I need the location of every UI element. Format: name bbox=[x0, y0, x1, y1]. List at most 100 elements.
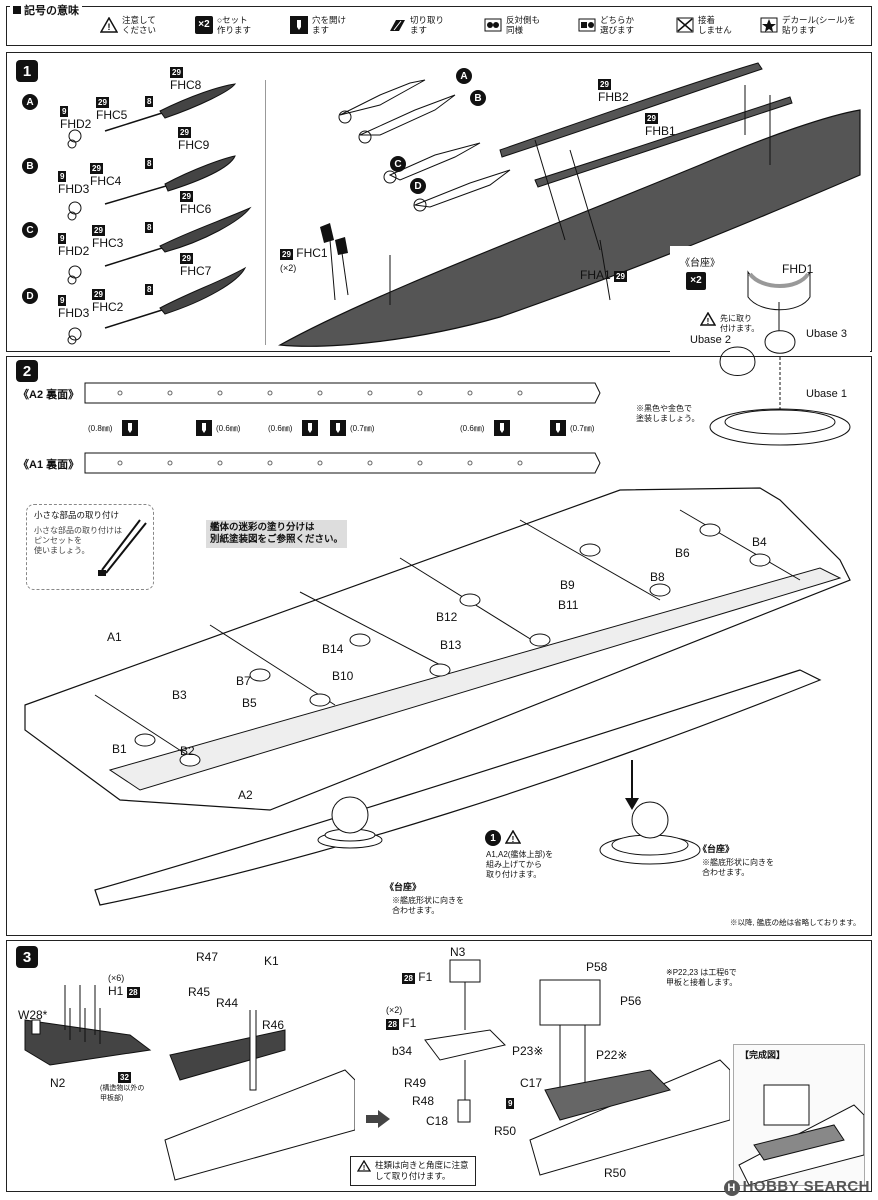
p22-p23-note: ※P22,23 は工程6で 甲板と接着します。 bbox=[666, 968, 738, 987]
variant-parts-drawing bbox=[67, 83, 251, 345]
part-fhd1: FHD1 bbox=[782, 262, 814, 276]
part-k1: K1 bbox=[264, 954, 279, 968]
part-b4: B4 bbox=[752, 535, 767, 549]
legend-item-choose: どちらか 選びます bbox=[578, 14, 634, 36]
next-arrow-icon bbox=[366, 1110, 390, 1133]
variant-d-marker: D bbox=[22, 288, 38, 304]
hull-assembly-drawing bbox=[20, 480, 860, 920]
hull-assembly-warning: A1,A2(艦体上部)を 組み上げてから 取り付けます。 bbox=[486, 850, 554, 879]
step-1-assembly bbox=[270, 55, 870, 350]
stand-left-note: ※艦底形状に向きを 合わせます。 bbox=[392, 896, 464, 915]
part-fha1: FHA1 29 bbox=[580, 268, 627, 282]
part-ubase1: Ubase 1 bbox=[806, 388, 847, 400]
svg-text:!: ! bbox=[707, 317, 710, 326]
part-r49: R49 bbox=[404, 1076, 427, 1090]
drill-icon bbox=[494, 420, 510, 436]
stand-warning-text: 先に取り 付けます。 bbox=[720, 314, 760, 333]
hull-bow-drawing-2 bbox=[500, 960, 731, 1180]
variant-b-rod-badge: 8 bbox=[145, 158, 154, 169]
stand-right-title: 《台座》 bbox=[698, 844, 735, 854]
step-1-number: 1 bbox=[16, 60, 38, 82]
part-b3: B3 bbox=[172, 688, 187, 702]
drill-icon bbox=[196, 420, 212, 436]
drill-icon bbox=[122, 420, 138, 436]
warning-icon: ! bbox=[100, 16, 118, 34]
part-b34: b34 bbox=[392, 1044, 413, 1058]
part-r46: R46 bbox=[262, 1018, 285, 1032]
completed-view-title: 【完成図】 bbox=[740, 1050, 786, 1060]
step-1-variants bbox=[20, 76, 265, 346]
part-a1: A1 bbox=[107, 630, 122, 644]
hole-size-2: (0.6㎜) bbox=[216, 424, 241, 433]
n2-badge: 32 bbox=[118, 1072, 131, 1083]
n2-note: (構造物以外の 甲板部) bbox=[100, 1085, 145, 1102]
no-glue-icon bbox=[676, 16, 694, 34]
stand-right-note: ※艦底形状に向きを 合わせます。 bbox=[702, 858, 774, 877]
part-r44: R44 bbox=[216, 996, 239, 1010]
assembly-marker-c: C bbox=[390, 156, 406, 172]
part-b2: B2 bbox=[180, 744, 195, 758]
part-b7: B7 bbox=[236, 674, 251, 688]
drill-icon bbox=[290, 16, 308, 34]
part-b14: B14 bbox=[322, 642, 344, 656]
variant-b-marker: B bbox=[22, 158, 38, 174]
part-r48: R48 bbox=[412, 1094, 435, 1108]
assembly-marker-d: D bbox=[410, 178, 426, 194]
part-fhc1: 29 FHC1(×2) bbox=[280, 246, 328, 273]
step-3-panel bbox=[6, 940, 872, 1192]
svg-text:!: ! bbox=[363, 1165, 365, 1172]
part-b1: B1 bbox=[112, 742, 127, 756]
a1-underside-label: 《A1 裏面》 bbox=[18, 459, 80, 471]
stand-paint-note: ※黒色や金色で 塗装しましょう。 bbox=[636, 404, 700, 423]
hole-size-6: (0.7㎜) bbox=[570, 424, 595, 433]
step-2-panel bbox=[6, 356, 872, 936]
step-2-number: 2 bbox=[16, 360, 38, 382]
part-p58: P58 bbox=[586, 960, 608, 974]
cut-icon bbox=[388, 16, 406, 34]
part-n3: N3 bbox=[450, 945, 466, 959]
column-warning: !柱類は向きと角度に注意 して取り付けます。 bbox=[350, 1156, 476, 1186]
step-1-divider bbox=[265, 80, 266, 345]
part-r50-bottom: R50 bbox=[604, 1166, 627, 1180]
variant-a-rod-badge: 8 bbox=[145, 96, 154, 107]
svg-text:!: ! bbox=[108, 22, 111, 32]
part-b12: B12 bbox=[436, 610, 458, 624]
part-p22: P22※ bbox=[596, 1048, 628, 1062]
assembly-marker-a: A bbox=[456, 68, 472, 84]
n2-deck-drawing bbox=[20, 980, 160, 1070]
flight-deck-drawing bbox=[278, 62, 861, 347]
part-b13: B13 bbox=[440, 638, 462, 652]
tweezers-icon bbox=[90, 515, 150, 585]
tweezers-tip-text: 小さな部品の取り付けは ピンセットを 使いましょう。 bbox=[34, 526, 122, 555]
tweezers-tip-title: 小さな部品の取り付け bbox=[34, 510, 120, 520]
hole-size-4: (0.7㎜) bbox=[350, 424, 375, 433]
part-b10: B10 bbox=[332, 669, 354, 683]
drill-icon bbox=[330, 420, 346, 436]
part-ubase2: Ubase 2 bbox=[690, 334, 731, 346]
part-b6: B6 bbox=[675, 546, 690, 560]
part-b11: B11 bbox=[558, 598, 579, 612]
symbol-legend bbox=[6, 6, 872, 46]
part-a2: A2 bbox=[238, 788, 253, 802]
step-3-number: 3 bbox=[16, 946, 38, 968]
drill-icon bbox=[302, 420, 318, 436]
stand-drawing bbox=[700, 262, 860, 452]
choose-icon bbox=[578, 16, 596, 34]
camouflage-note: 艦体の迷彩の塗り分けは 別紙塗装図をご参照ください。 bbox=[206, 520, 348, 548]
part-r47: R47 bbox=[196, 950, 219, 964]
part-f1-top: 28 F1 bbox=[402, 970, 433, 984]
omit-note: ※以降, 艦底の絵は省略しております。 bbox=[730, 918, 861, 927]
part-c17: C17 bbox=[520, 1076, 543, 1090]
part-f1-mid: (×2)28 F1 bbox=[386, 1005, 417, 1030]
warning-icon: ! bbox=[504, 829, 522, 849]
